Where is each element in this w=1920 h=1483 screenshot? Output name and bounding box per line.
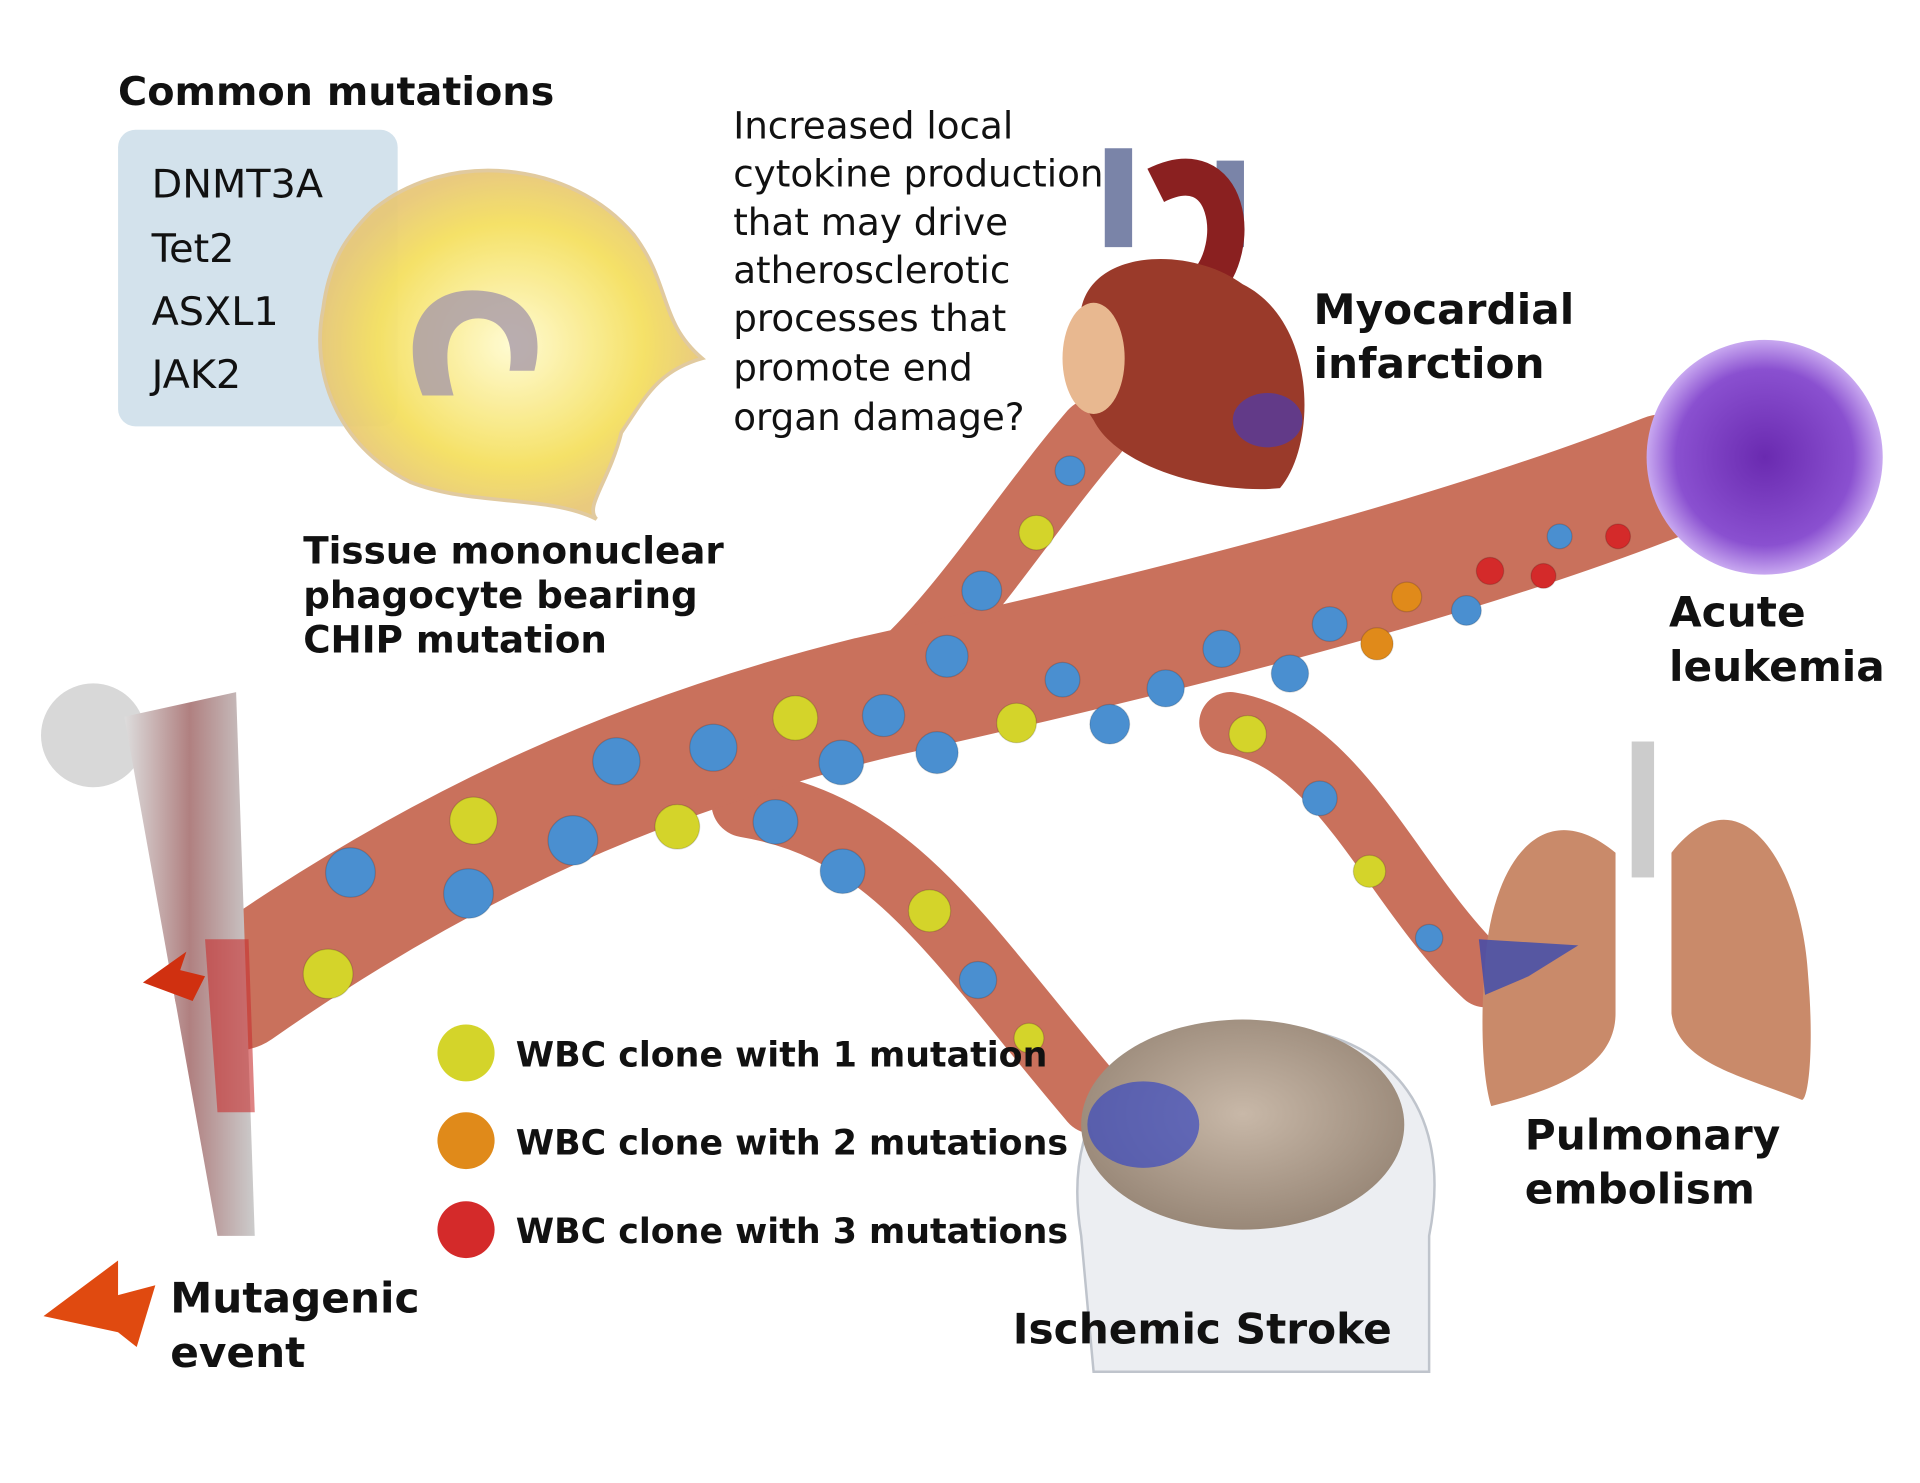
mutagenic-arrow-icon [43, 1260, 156, 1348]
mutant-wbc-cell [1475, 556, 1505, 586]
wbc-cells [302, 455, 1632, 1054]
normal-wbc-cell [1311, 606, 1348, 643]
mutant-wbc-cell [1360, 627, 1394, 661]
normal-wbc-cell [1202, 629, 1241, 668]
normal-wbc-cell [819, 848, 866, 895]
mutant-wbc-cell [1604, 523, 1632, 550]
normal-wbc-cell [324, 847, 376, 898]
legend-swatch-2 [437, 1112, 495, 1170]
mutant-wbc-cell [1018, 514, 1055, 551]
normal-wbc-cell [1270, 654, 1310, 693]
mutant-wbc-cell [1013, 1022, 1045, 1054]
legend-swatch-3 [437, 1201, 495, 1259]
phagocyte-nucleus [412, 290, 538, 396]
legend-label-1: WBC clone with 1 mutation [516, 1036, 1048, 1076]
mutant-wbc-cell [449, 796, 498, 845]
lungs-illustration [1478, 741, 1811, 1107]
normal-wbc-cell [958, 960, 998, 1000]
heart-illustration [1062, 148, 1305, 490]
normal-wbc-cell [1414, 923, 1444, 953]
normal-wbc-cell [1546, 523, 1573, 550]
mutant-wbc-cell [1352, 854, 1387, 888]
normal-wbc-cell [443, 868, 494, 919]
normal-wbc-cell [1450, 595, 1482, 626]
normal-wbc-cell [547, 815, 599, 866]
mutant-wbc-cell [1228, 714, 1267, 754]
mutant-wbc-cell [907, 889, 952, 933]
normal-wbc-cell [961, 570, 1003, 612]
legend-swatch-1 [437, 1024, 495, 1082]
mutant-wbc-cell [654, 803, 701, 850]
normal-wbc-cell [752, 798, 799, 845]
mutagenic-arrow-small-icon [142, 951, 206, 1002]
stroke-label: Ischemic Stroke [1013, 1304, 1392, 1353]
normal-wbc-cell [689, 723, 738, 772]
mutant-wbc-cell [772, 695, 819, 741]
mutant-wbc-cell [1391, 581, 1423, 613]
leukemia-cell [1646, 339, 1883, 575]
femur-bone [41, 683, 255, 1236]
mutant-wbc-cell [996, 702, 1038, 744]
mutant-wbc-cell [1530, 562, 1557, 589]
normal-wbc-cell [1044, 661, 1081, 698]
legend-label-2: WBC clone with 2 mutations [516, 1123, 1068, 1163]
normal-wbc-cell [1089, 703, 1131, 745]
normal-wbc-cell [818, 739, 865, 786]
legend-label-3: WBC clone with 3 mutations [516, 1212, 1068, 1252]
gene-list: DNMT3A Tet2 ASXL1 JAK2 [149, 162, 336, 398]
normal-wbc-cell [861, 693, 906, 738]
head-brain-illustration [1076, 1019, 1436, 1374]
normal-wbc-cell [1301, 780, 1338, 817]
normal-wbc-cell [925, 634, 969, 678]
mutant-wbc-cell [302, 948, 354, 1000]
normal-wbc-cell [915, 730, 959, 775]
vessel-main [173, 414, 1728, 1051]
vessel-branch-pe [1199, 692, 1517, 1008]
normal-wbc-cell [1146, 669, 1185, 708]
normal-wbc-cell [1054, 455, 1086, 487]
legend: WBC clone with 1 mutation WBC clone with… [437, 1024, 1068, 1259]
mutations-title: Common mutations [118, 69, 554, 115]
normal-wbc-cell [592, 737, 641, 786]
